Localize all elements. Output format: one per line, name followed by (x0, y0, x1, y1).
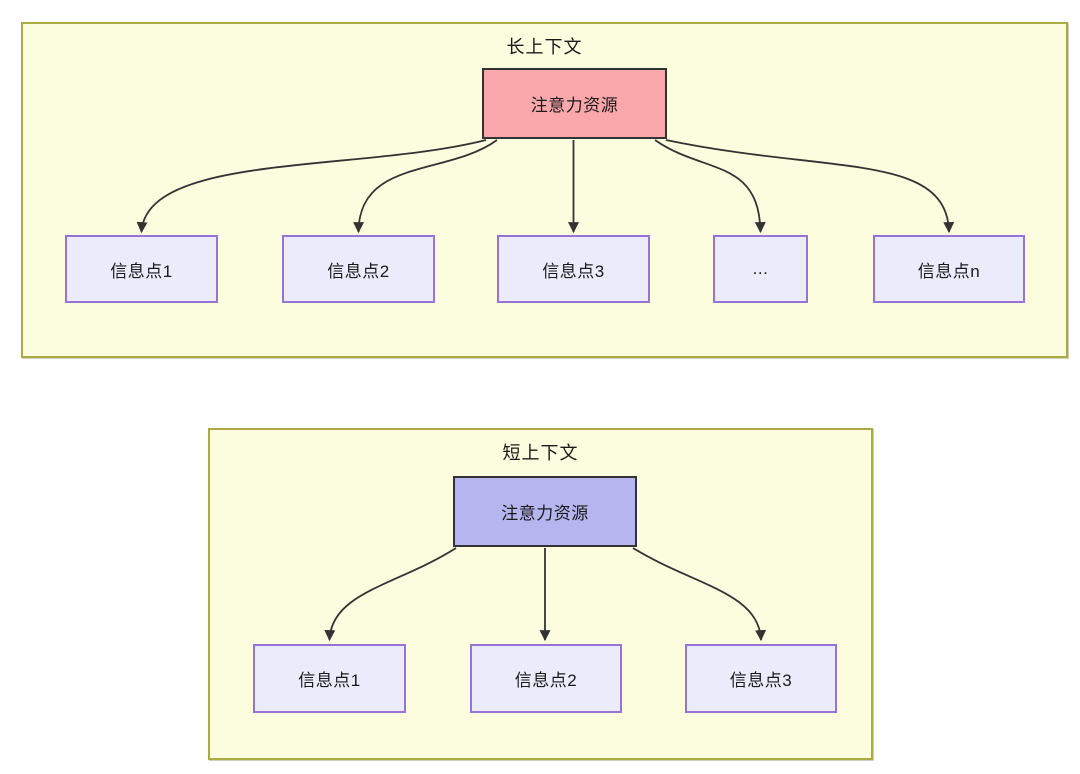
long-info-node-n: 信息点n (873, 235, 1025, 303)
long-info-node-1: 信息点1 (65, 235, 218, 303)
short-info-node-2: 信息点2 (470, 644, 622, 713)
short-context-title: 短上下文 (502, 443, 579, 463)
short-info-node-3: 信息点3 (685, 644, 837, 713)
long-info-node-3: 信息点3 (497, 235, 650, 303)
short-info-node-1: 信息点1 (253, 644, 406, 713)
short-attention-resource-node: 注意力资源 (453, 476, 637, 547)
long-info-node-2: 信息点2 (282, 235, 435, 303)
long-context-title: 长上下文 (506, 37, 583, 57)
long-info-node-ellipsis: ... (713, 235, 808, 303)
long-attention-resource-node: 注意力资源 (482, 68, 667, 139)
